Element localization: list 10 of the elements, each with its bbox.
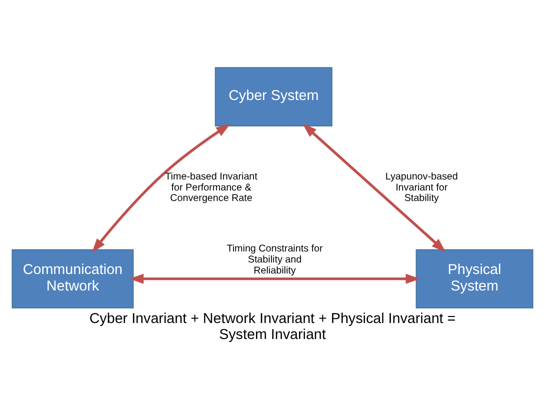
edge-label: Time-based Invariant for Performance & Convergence Rate bbox=[165, 172, 258, 204]
arrow bbox=[129, 274, 420, 284]
node-box: Communication Network bbox=[12, 249, 134, 308]
caption: Cyber Invariant + Network Invariant + Physical Invariant = System Invariant bbox=[89, 311, 456, 344]
arrow bbox=[92, 124, 230, 253]
edge-label: Timing Constraints for Stability and Reliability bbox=[226, 244, 323, 276]
edge-label: Lyapunov-based Invariant for Stability bbox=[385, 172, 458, 204]
node-box: Physical System bbox=[416, 249, 534, 308]
node-box: Cyber System bbox=[214, 67, 332, 126]
arrow bbox=[302, 123, 446, 252]
